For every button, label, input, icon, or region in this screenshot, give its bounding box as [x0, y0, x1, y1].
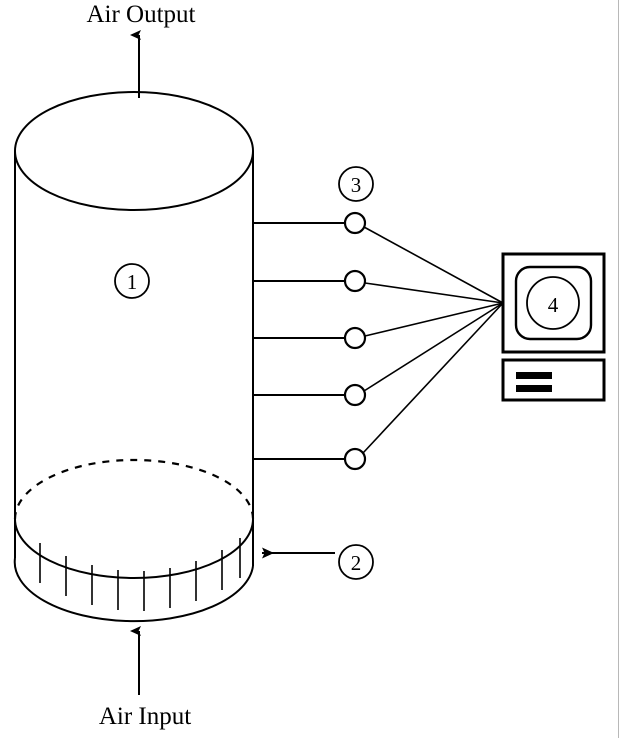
- sensor-signal-wire: [363, 302, 504, 392]
- distributor-ribs: [39, 538, 241, 611]
- skirt-bottom-arc: [13, 557, 254, 623]
- vessel-bottom-front-arc: [14, 518, 254, 579]
- callout-2-circle: [338, 544, 374, 580]
- air-input-label: Air Input: [99, 703, 191, 730]
- vessel-bottom-back-arc-dashed: [13, 458, 255, 520]
- sensor-signal-wire: [364, 282, 504, 304]
- sensor-probe[interactable]: [252, 211, 504, 304]
- vessel-top-ellipse: [14, 91, 254, 211]
- sensor-probe[interactable]: [252, 269, 504, 304]
- sensor-probe[interactable]: [252, 302, 504, 471]
- keyboard-bar-bottom: [516, 385, 552, 392]
- sensor-node[interactable]: [343, 383, 367, 407]
- sensor-signal-wire: [362, 302, 504, 454]
- sensor-node[interactable]: [343, 211, 367, 235]
- callout-3: 3: [338, 166, 374, 202]
- callout-4: 4: [526, 276, 580, 330]
- callout-1-circle: [114, 263, 150, 299]
- sensor-array: [252, 211, 504, 471]
- callout-1: 1: [114, 263, 150, 299]
- air-output-label: Air Output: [86, 1, 195, 28]
- column-vessel: [13, 91, 255, 623]
- callout-2: 2: [338, 544, 374, 580]
- sensor-signal-wire: [363, 226, 504, 304]
- keyboard-outline[interactable]: [501, 358, 606, 402]
- callout-2-label: 2: [351, 551, 362, 575]
- sensor-probe[interactable]: [252, 302, 504, 350]
- sensor-signal-wire: [364, 302, 504, 337]
- callout-3-label: 3: [351, 173, 362, 197]
- sensor-node[interactable]: [343, 447, 367, 471]
- callout-3-circle: [338, 166, 374, 202]
- sensor-node[interactable]: [343, 269, 367, 293]
- sensor-probe[interactable]: [252, 302, 504, 407]
- callout-4-label: 4: [548, 293, 559, 317]
- callout-4-circle: [526, 276, 580, 330]
- sensor-node[interactable]: [343, 326, 367, 350]
- callout-1-label: 1: [127, 270, 138, 294]
- distributor-skirt: [13, 519, 254, 623]
- keyboard-bar-top: [516, 372, 552, 379]
